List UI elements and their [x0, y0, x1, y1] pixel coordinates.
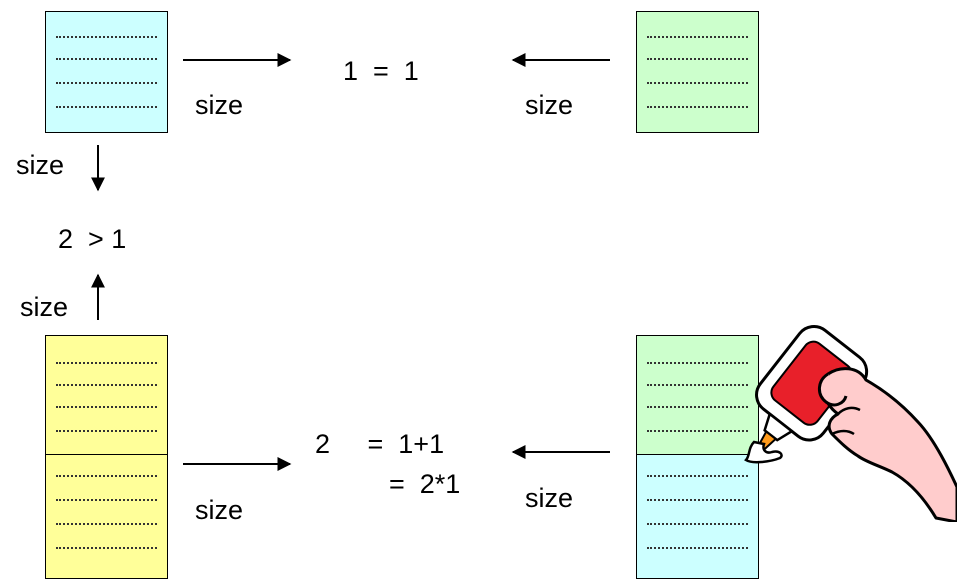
page-green-bottom-right: [636, 335, 759, 455]
size-label-top-left: size: [195, 90, 244, 120]
page-yellow-bottom-left-upper: [45, 335, 168, 455]
size-label-left-down: size: [16, 150, 65, 180]
hand-with-glue-icon: [744, 324, 957, 522]
equation-bottom-line2: = 2*1: [389, 469, 461, 499]
page-yellow-bottom-left-lower: [45, 454, 168, 579]
size-label-bottom-left: size: [195, 495, 244, 525]
size-label-left-up: size: [20, 292, 69, 322]
size-label-bottom-right: size: [525, 483, 574, 513]
page-cyan-top-left: [45, 11, 168, 133]
size-label-top-right: size: [525, 90, 574, 120]
equation-top: 1 = 1: [343, 56, 419, 86]
page-cyan-bottom-right: [636, 454, 759, 579]
equation-bottom-line1: 2 = 1+1: [315, 429, 445, 459]
equation-middle: 2 > 1: [58, 224, 127, 254]
page-green-top-right: [636, 11, 759, 133]
